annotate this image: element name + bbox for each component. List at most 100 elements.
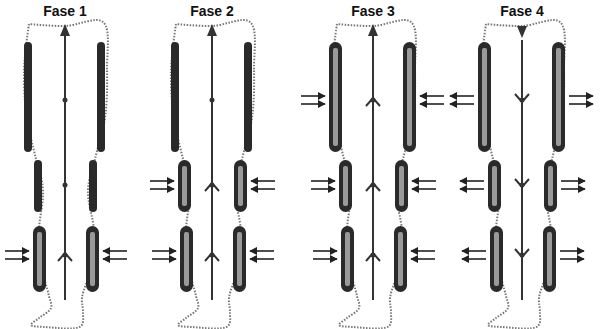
compression-cuff: [490, 226, 503, 292]
axis-dot: [63, 253, 68, 258]
leg-figure: [5, 20, 127, 328]
pressure-arrow: [462, 258, 486, 260]
compression-cuff: [403, 42, 416, 152]
pressure-arrow: [103, 250, 127, 252]
compression-cuff: [395, 160, 408, 212]
pressure-arrow: [311, 188, 335, 190]
axis-line: [211, 28, 213, 300]
compression-cuff: [86, 226, 99, 292]
axis-dot: [63, 183, 68, 188]
cuff-highlight: [37, 232, 42, 286]
axis-dot: [371, 253, 376, 258]
axis-dot: [520, 98, 525, 103]
leg-outline: [171, 20, 255, 328]
pressure-arrow: [561, 188, 585, 190]
compression-cuff: [171, 42, 179, 152]
pressure-arrow: [152, 258, 176, 260]
cuff-highlight: [182, 166, 187, 206]
compression-cuff: [24, 42, 32, 152]
pressure-arrow: [569, 95, 593, 97]
pressure-arrow: [420, 95, 444, 97]
pressure-arrow: [462, 250, 486, 252]
axis-dot: [520, 183, 525, 188]
pressure-arrow: [251, 188, 275, 190]
compression-cuff: [478, 42, 491, 152]
compression-cuff: [339, 160, 352, 212]
cuff-highlight: [237, 232, 242, 286]
compression-cuff: [543, 226, 556, 292]
pressure-arrow: [150, 180, 174, 182]
cuff-highlight: [333, 48, 338, 146]
compression-cuff: [552, 42, 565, 152]
leg-outline: [24, 20, 108, 328]
compression-cuff: [233, 226, 246, 292]
cuff-highlight: [492, 166, 497, 206]
pressure-arrow: [250, 258, 274, 260]
pressure-arrow: [150, 188, 174, 190]
pressure-arrow: [450, 103, 474, 105]
compression-cuff: [89, 160, 97, 212]
axis-dot: [210, 253, 215, 258]
axis-arrowhead: [60, 24, 70, 36]
pressure-arrow: [450, 95, 474, 97]
leg-figure: [301, 20, 444, 328]
pressure-arrow: [569, 103, 593, 105]
axis-line: [521, 40, 523, 300]
compression-cuff: [178, 160, 191, 212]
axis-dot: [210, 98, 215, 103]
compression-cuff: [244, 42, 252, 152]
pressure-arrow: [251, 180, 275, 182]
pressure-arrow: [5, 250, 29, 252]
pressure-arrow: [152, 250, 176, 252]
compression-cuff: [33, 226, 46, 292]
pressure-arrow: [460, 180, 484, 182]
compression-cuff: [234, 160, 247, 212]
cuff-highlight: [556, 48, 561, 146]
pressure-arrow: [313, 258, 337, 260]
phase-label: Fase 2: [190, 3, 234, 19]
pressure-arrow: [411, 258, 435, 260]
axis-arrowhead: [368, 24, 378, 36]
cuff-highlight: [548, 166, 553, 206]
cuff-highlight: [238, 166, 243, 206]
axis-arrowhead: [207, 24, 217, 36]
phase-label: Fase 3: [351, 3, 395, 19]
compression-cuff: [488, 160, 501, 212]
pressure-arrow: [250, 250, 274, 252]
cuff-highlight: [90, 232, 95, 286]
pressure-arrow: [420, 103, 444, 105]
cuff-highlight: [407, 48, 412, 146]
axis-dot: [371, 98, 376, 103]
compression-cuff: [394, 226, 407, 292]
cuff-highlight: [399, 166, 404, 206]
compression-cuff: [329, 42, 342, 152]
compression-cuff: [97, 42, 105, 152]
compression-cuff: [180, 226, 193, 292]
axis-dot: [63, 98, 68, 103]
pressure-arrow: [301, 95, 325, 97]
axis-line: [372, 28, 374, 300]
pressure-arrow: [560, 250, 584, 252]
axis-line: [64, 28, 66, 300]
pressure-arrow: [412, 180, 436, 182]
compression-cuff: [544, 160, 557, 212]
leg-figure: [150, 20, 275, 328]
axis-arrowhead: [517, 26, 527, 38]
compression-cuff: [34, 160, 42, 212]
cuff-highlight: [398, 232, 403, 286]
cuff-highlight: [343, 166, 348, 206]
pressure-arrow: [301, 103, 325, 105]
cuff-highlight: [482, 48, 487, 146]
pressure-arrow: [561, 180, 585, 182]
pressure-arrow: [560, 258, 584, 260]
compression-cuff: [341, 226, 354, 292]
pressure-arrow: [313, 250, 337, 252]
pressure-arrow: [103, 258, 127, 260]
axis-dot: [371, 183, 376, 188]
pressure-arrow: [5, 258, 29, 260]
phase-label: Fase 4: [500, 3, 544, 19]
cuff-highlight: [547, 232, 552, 286]
axis-dot: [520, 253, 525, 258]
